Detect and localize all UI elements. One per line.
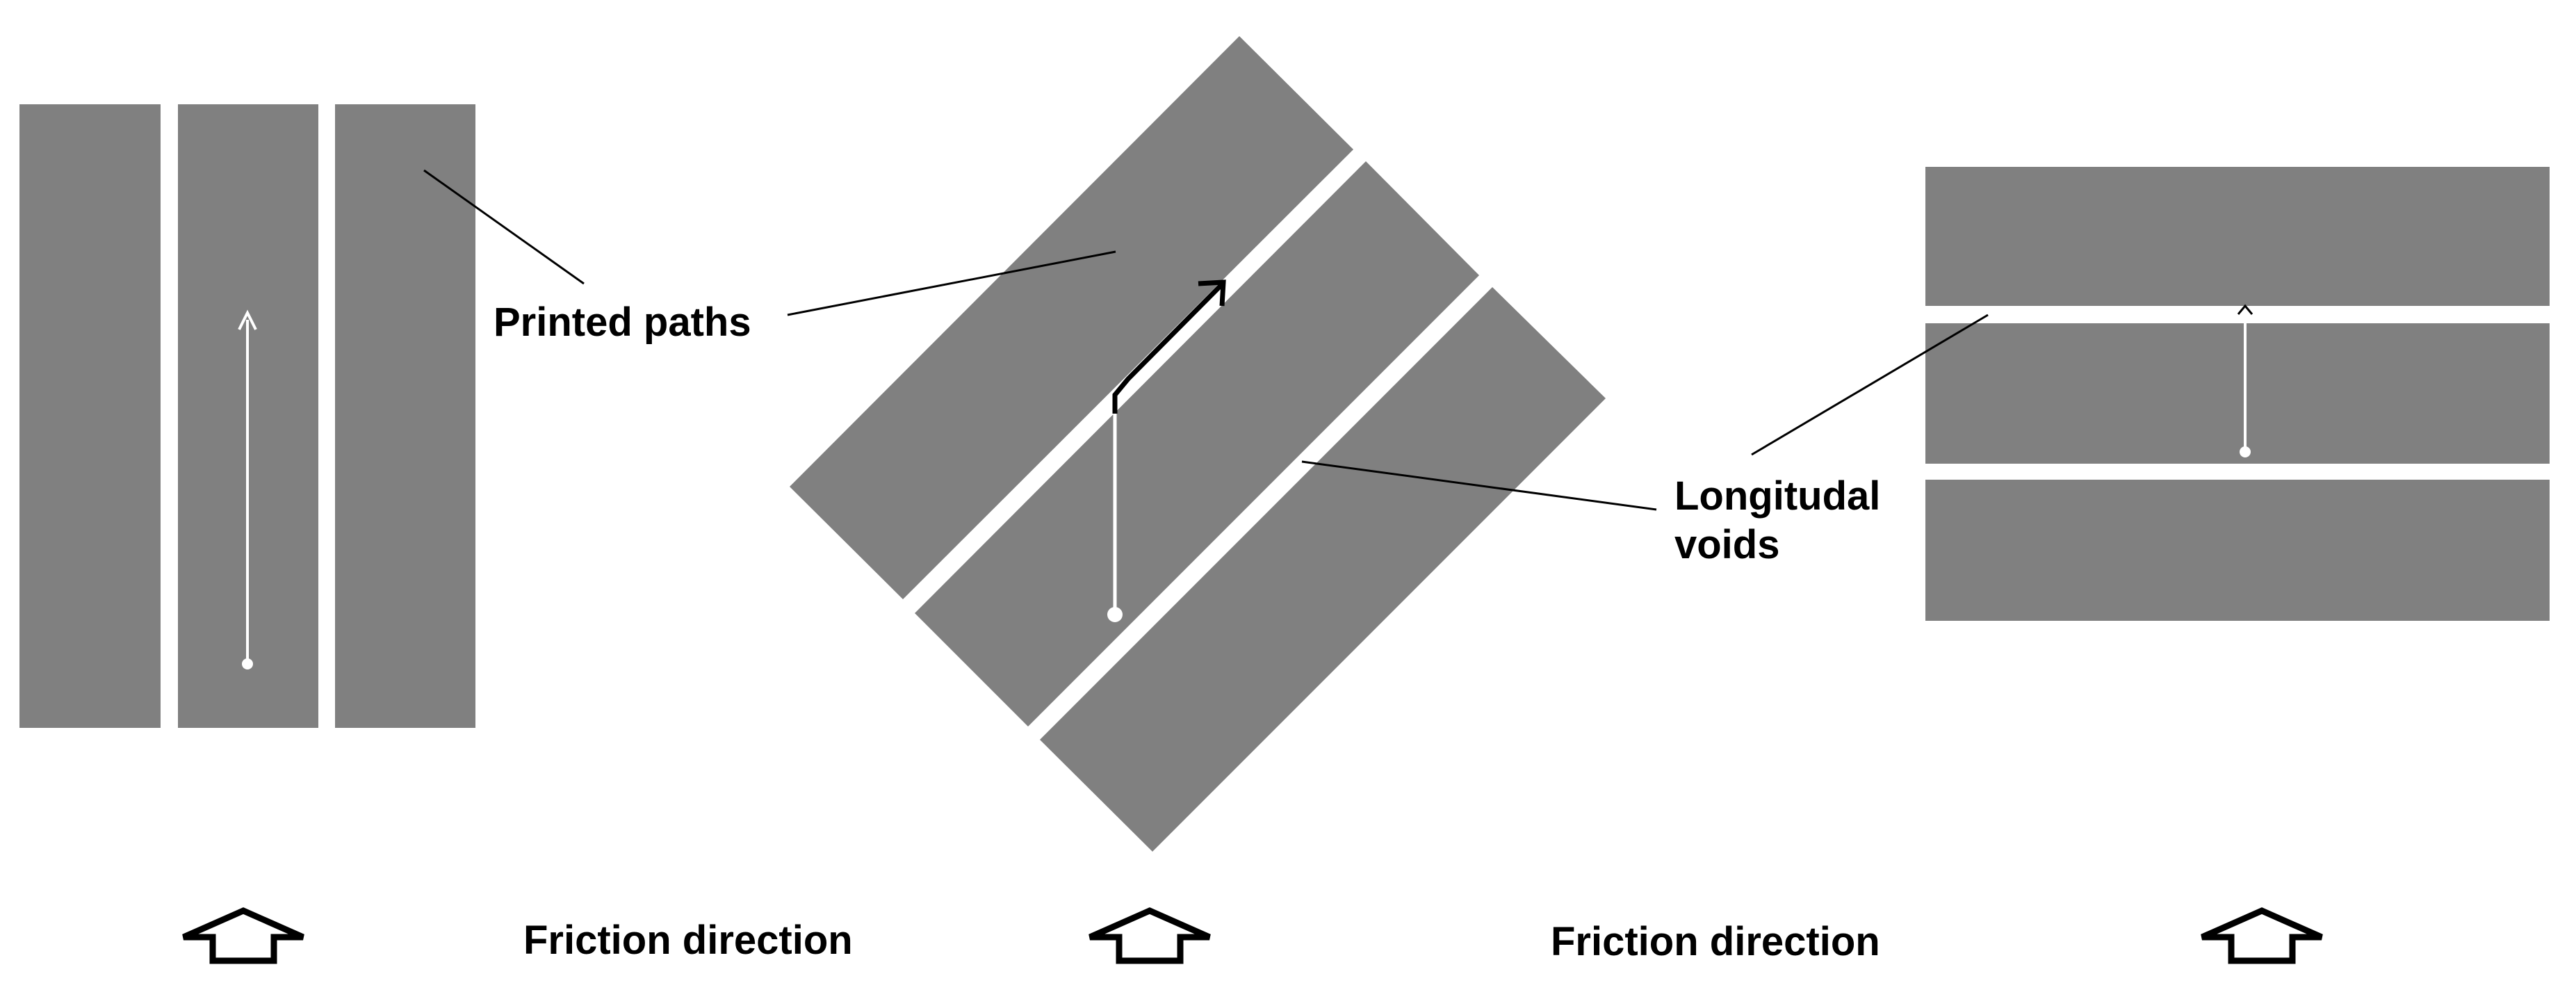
friction-direction-arrow-icon [184,911,303,961]
printed-path-diagonal-top [790,36,1353,599]
friction-direction-arrow-icon [1090,911,1209,961]
printed-path-bottom [1925,480,2550,621]
leader-printed-paths-panel2 [787,250,1116,316]
printed-path-right [335,104,475,728]
panel-horizontal-paths [1925,167,2550,621]
label-friction-direction-left: Friction direction [523,918,853,963]
label-printed-paths: Printed paths [494,300,751,345]
label-longitudinal-voids-line2: voids [1674,522,1780,567]
panel-vertical-paths [19,104,475,728]
printed-path-diagonal-bottom [1040,287,1606,852]
leader-voids-panel2 [1301,460,1657,511]
crack-path-trace-horizontal [2237,304,2253,457]
label-longitudinal-voids-line1: Longitudal [1674,473,1880,519]
leader-voids-panel3 [1751,314,1989,456]
printed-path-diagonal-middle [915,161,1479,726]
panel-diagonal-paths [790,36,1606,852]
printed-path-left [19,104,161,728]
path-trace-start-dot [2240,446,2251,457]
crack-path-trace-diagonal [1107,279,1226,622]
leader-printed-paths-panel1 [423,169,585,285]
path-trace-start-dot [242,658,253,669]
printed-path-top [1925,167,2550,306]
friction-direction-arrow-icon [2202,911,2322,961]
leader-lines [423,169,1989,511]
printed-path-middle [1925,323,2550,464]
path-trace-start-dot [1107,607,1123,622]
crack-path-trace [238,309,257,669]
label-friction-direction-right: Friction direction [1551,919,1880,964]
